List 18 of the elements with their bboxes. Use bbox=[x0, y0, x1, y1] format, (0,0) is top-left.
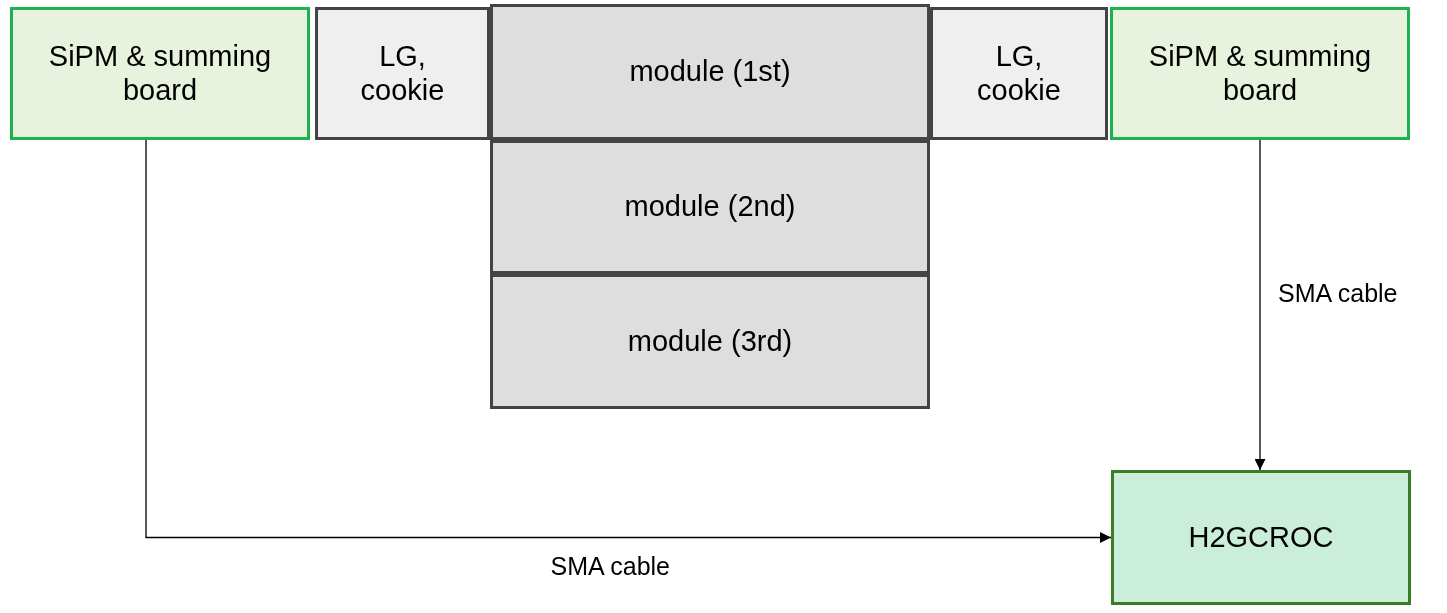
node-label: LG, cookie bbox=[976, 40, 1062, 107]
module-box bbox=[490, 274, 930, 409]
arrow bbox=[1254, 139, 1266, 471]
node-label: module (2nd) bbox=[624, 190, 796, 224]
node-label: module (1st) bbox=[629, 55, 791, 89]
node-label: H2GCROC bbox=[1188, 520, 1334, 555]
module-box bbox=[490, 140, 930, 274]
module-box bbox=[490, 4, 930, 140]
board-box bbox=[10, 7, 310, 140]
node-label: SiPM & summing board bbox=[47, 40, 273, 107]
light-guide-box bbox=[930, 7, 1108, 140]
node-label: SiPM & summing board bbox=[1147, 40, 1373, 107]
node-label: module (3rd) bbox=[627, 324, 793, 359]
node-label: LG, cookie bbox=[359, 40, 446, 107]
board-box bbox=[1110, 7, 1410, 140]
light-guide-box bbox=[315, 7, 490, 140]
chip-box bbox=[1111, 470, 1411, 605]
arrow bbox=[145, 139, 1112, 543]
